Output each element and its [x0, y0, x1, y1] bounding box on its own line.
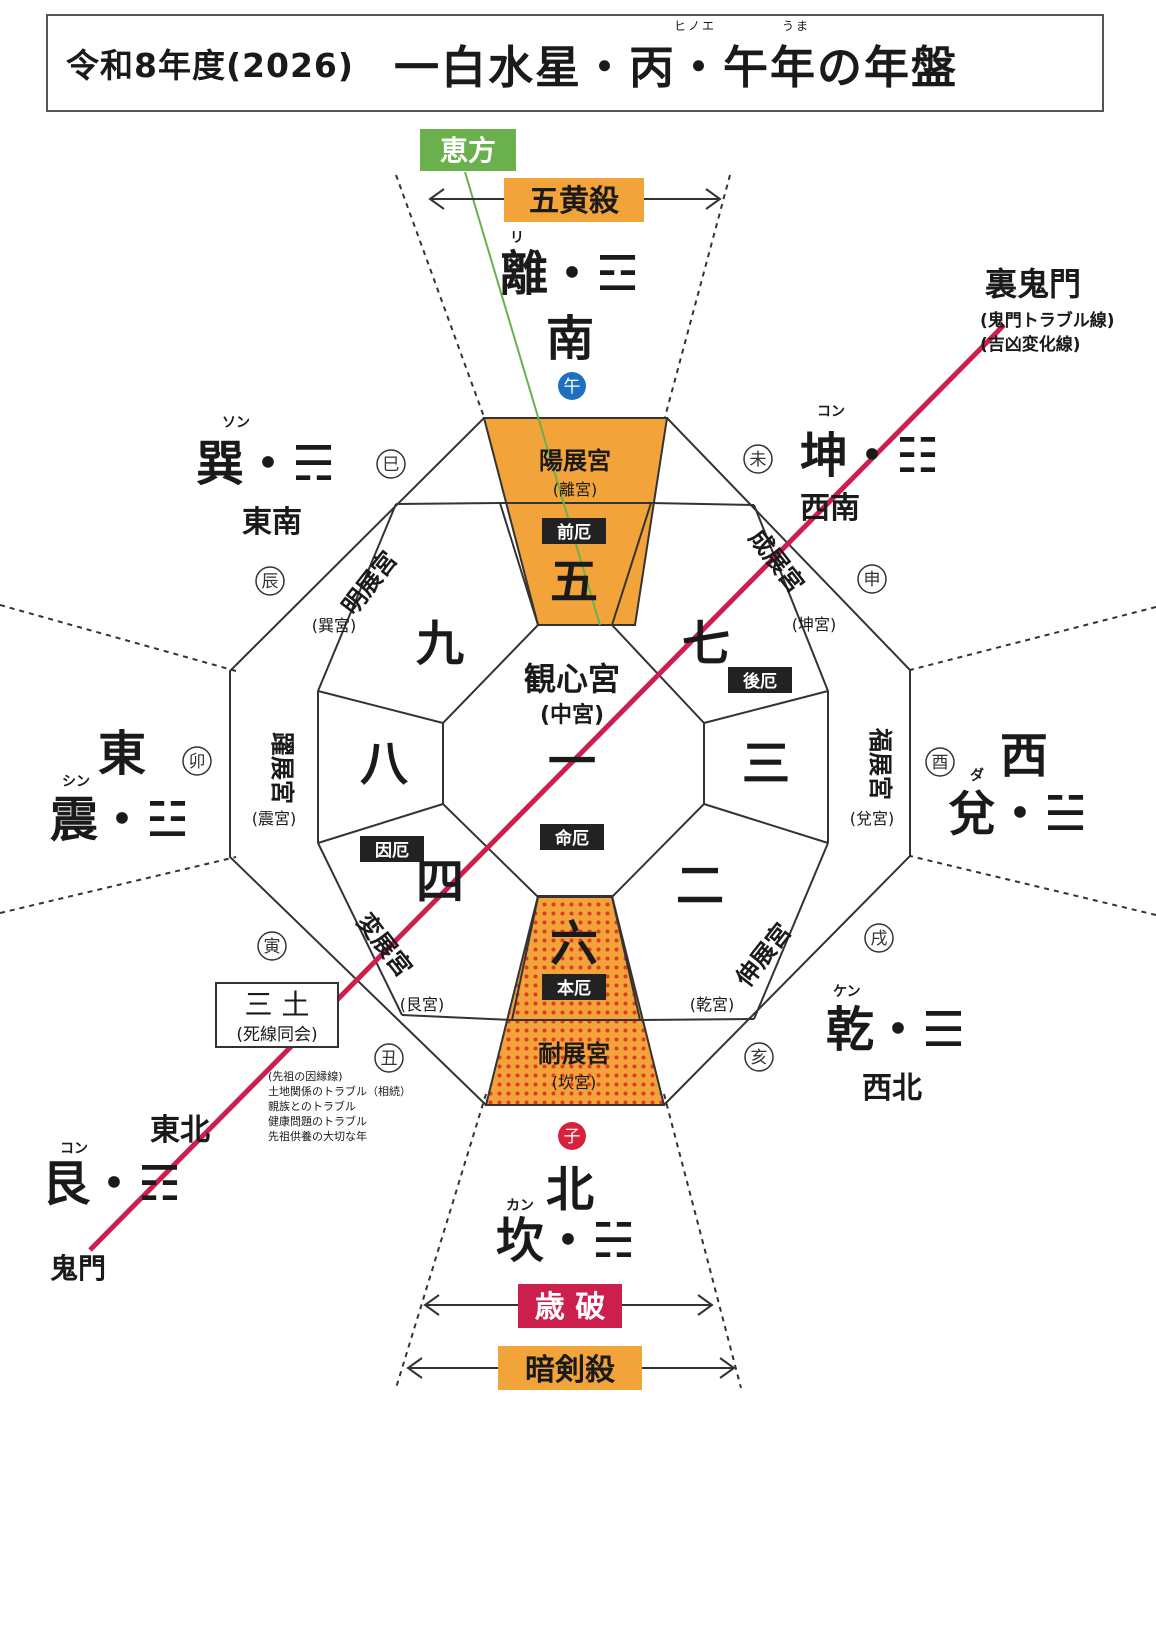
palace-south-number: 五	[550, 554, 598, 610]
trigram-south: 離・☲	[500, 246, 639, 302]
anken-box	[498, 1346, 642, 1390]
ehou-label: 恵方	[440, 134, 496, 167]
dir-southwest: 西南	[800, 491, 860, 526]
sector-lines	[0, 174, 1156, 1389]
palace-southeast-sub: (巽宮)	[312, 616, 357, 635]
dir-west: 西	[1000, 728, 1048, 784]
palace-south-tag: 前厄	[557, 522, 591, 543]
palace-center-sub: (中宮)	[540, 702, 604, 728]
title-year: 令和8年度(2026)	[66, 46, 354, 85]
palace-north-tag: 本厄	[557, 978, 591, 999]
ura-kimon-note1: (鬼門トラブル線)	[980, 310, 1115, 331]
palace-east-name: 躍展宮	[268, 732, 296, 804]
palace-northeast-number: 四	[416, 854, 464, 910]
dir-southeast: 東南	[242, 505, 302, 540]
dir-north: 北	[546, 1162, 594, 1218]
ura-kimon-label: 裏鬼門	[985, 265, 1081, 303]
palace-center-number: 一	[548, 734, 596, 790]
octagon-rings	[229, 417, 911, 1106]
kimon-note-4: 健康問題のトラブル	[268, 1114, 367, 1128]
palace-west-name: 福展宮	[866, 727, 894, 800]
palace-north-name: 耐展宮	[538, 1040, 610, 1068]
palace-northeast-name: 変展宮	[351, 908, 417, 982]
kimon-label: 鬼門	[50, 1252, 106, 1285]
dir-northeast: 東北	[150, 1113, 210, 1148]
zodiac-north: 子	[564, 1127, 581, 1147]
palace-southwest-sub: (坤宮)	[792, 615, 837, 634]
zodiac-i: 亥	[751, 1048, 768, 1068]
zodiac-circles: 午 子 巳 辰 未 申 卯 酉 寅 丑 戌 亥	[182, 372, 955, 1150]
title-main: ヒノエ うま 一白水星・丙・午年の年盤	[393, 19, 958, 96]
dir-northwest: 西北	[862, 1071, 922, 1106]
palace-west-sub: (兌宮)	[850, 809, 895, 828]
ehou-line	[464, 171, 601, 626]
zodiac-saru: 申	[864, 570, 881, 590]
santo-label: 三 土	[245, 988, 310, 1021]
trigram-southwest: 坤・☷	[800, 428, 939, 484]
trigram-northwest: 乾・☰	[826, 1002, 965, 1058]
gooh-box	[504, 178, 644, 222]
palace-southwest-number: 七	[682, 616, 730, 672]
palace-north-number: 六	[550, 916, 598, 972]
zodiac-south: 午	[564, 377, 581, 397]
kimon-note-2: 土地関係のトラブル（相続）	[268, 1084, 411, 1098]
ruby-northeast: コン	[60, 1141, 88, 1157]
ruby-southwest: コン	[817, 404, 845, 420]
ruby-hinoe: ヒノエ	[673, 18, 716, 33]
zodiac-tora: 寅	[264, 937, 281, 957]
zodiac-mi: 巳	[383, 455, 400, 475]
ehou-box	[420, 129, 516, 171]
palace-east-sub: (震宮)	[252, 809, 297, 828]
palace-center-tag: 命厄	[554, 828, 589, 849]
ruby-northwest: ケン	[833, 984, 861, 1000]
palace-northeast-tag: 因厄	[375, 841, 409, 861]
palace-southeast-number: 九	[416, 616, 464, 672]
zodiac-u: 卯	[189, 752, 206, 772]
trigram-southeast: 巽・☴	[196, 436, 335, 492]
palace-southeast-name: 明展宮	[336, 546, 402, 620]
palace-northeast-sub: (艮宮)	[400, 995, 445, 1014]
palace-northwest-sub: (乾宮)	[690, 995, 735, 1014]
zodiac-hitsuji: 未	[750, 450, 767, 470]
palace-west-number: 三	[742, 736, 790, 792]
zodiac-inu: 戌	[871, 929, 888, 949]
ruby-west: ダ	[970, 767, 984, 784]
santo-note: (死線同会)	[236, 1025, 317, 1045]
kimon-note-3: 親族とのトラブル	[268, 1099, 356, 1113]
palace-east-number: 八	[360, 736, 409, 792]
ruby-south: リ	[510, 230, 524, 246]
ruby-east: シン	[62, 774, 90, 790]
saiha-box	[518, 1284, 622, 1328]
palace-northwest-number: 二	[676, 858, 724, 914]
trigram-west: 兌・☱	[948, 786, 1087, 842]
anken-label: 暗剣殺	[525, 1353, 616, 1388]
palace-south-sub: (離宮)	[553, 480, 598, 499]
kimon-line	[88, 323, 1006, 1252]
palace-south-name: 陽展宮	[539, 447, 611, 475]
ruby-north: カン	[506, 1198, 534, 1214]
trigram-north: 坎・☵	[496, 1213, 635, 1269]
gooh-label: 五黄殺	[529, 184, 620, 219]
dir-south: 南	[546, 311, 594, 367]
title-box: 令和8年度(2026) ヒノエ うま 一白水星・丙・午年の年盤	[46, 14, 1104, 112]
kimon-note-5: 先祖供養の大切な年	[268, 1129, 367, 1143]
title-main-text: 一白水星・丙・午年の年盤	[393, 40, 958, 94]
saiha-label: 歳 破	[535, 1290, 605, 1325]
ura-kimon-note2: (吉凶変化線)	[980, 334, 1081, 355]
trigram-east: 震・☳	[50, 792, 189, 848]
kimon-note-1: (先祖の因縁線)	[268, 1069, 343, 1083]
palace-center-name: 観心宮	[524, 660, 620, 698]
zodiac-tatsu: 辰	[262, 572, 279, 592]
zodiac-tori: 酉	[932, 753, 949, 773]
dir-east: 東	[98, 726, 146, 782]
trigram-northeast: 艮・☶	[42, 1156, 181, 1212]
ruby-uma: うま	[781, 18, 810, 33]
zodiac-ushi: 丑	[381, 1049, 398, 1069]
palace-southwest-tag: 後厄	[743, 671, 777, 692]
ruby-southeast: ソン	[222, 415, 250, 431]
palace-north-sub: (坎宮)	[552, 1073, 597, 1092]
